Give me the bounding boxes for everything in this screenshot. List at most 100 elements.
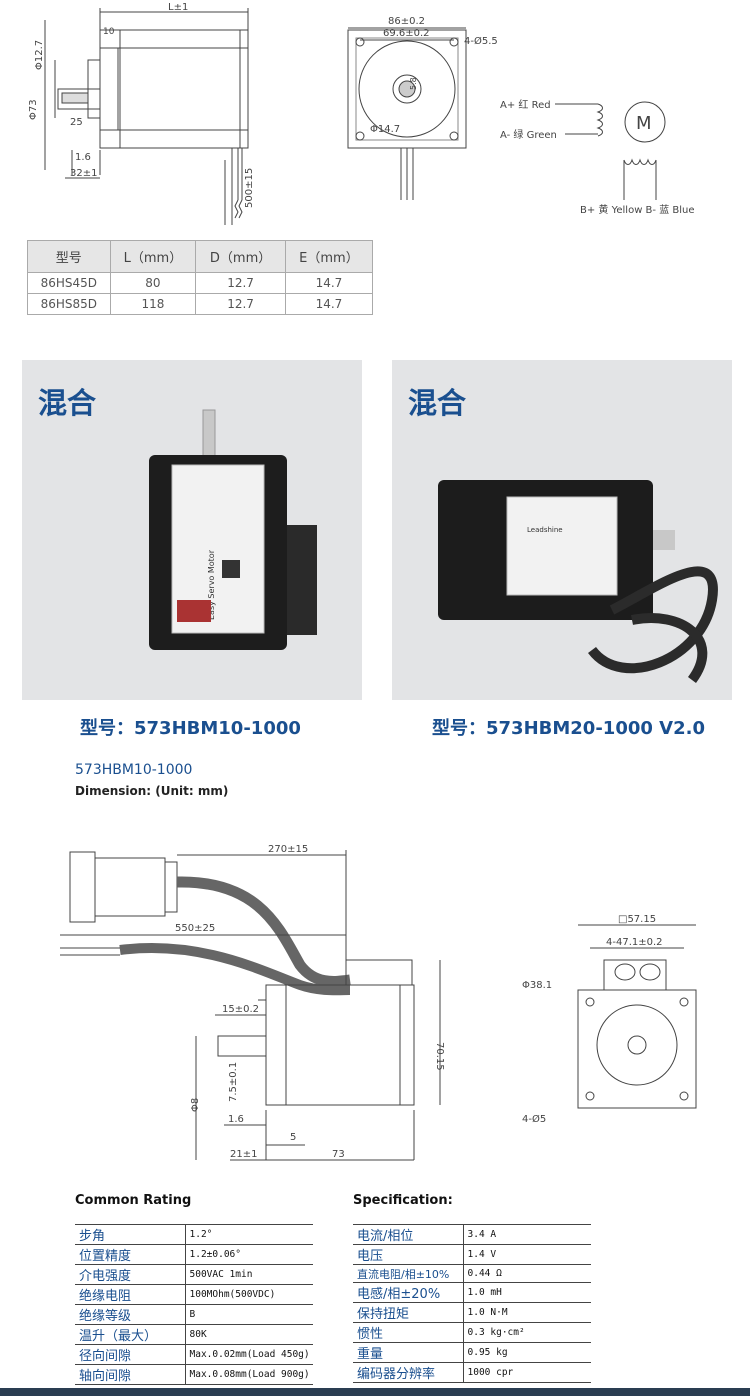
cell-value: Max.0.02mm(Load 450g): [185, 1344, 313, 1365]
cell-key: 编码器分辨率: [353, 1362, 464, 1383]
cell-value: 1000 cpr: [463, 1362, 591, 1383]
cell-value: 1.0 N·M: [463, 1302, 591, 1323]
table-row: 86HS45D 80 12.7 14.7: [27, 272, 374, 294]
cell-value: 1.2±0.06°: [185, 1244, 313, 1265]
dim-75: 7.5±0.1: [228, 1062, 239, 1102]
cell-key: 电压: [353, 1244, 464, 1265]
top-drawing: L±1 10 Φ12.7 Φ73 25 1.6 32±1 500±15 86±0…: [28, 2, 695, 225]
dim-32: 32±1: [70, 168, 97, 179]
dim-270: 270±15: [268, 844, 308, 855]
motor-label-brand: Easy Servo Motor: [207, 549, 216, 620]
cell-value: 1.2°: [185, 1224, 313, 1245]
motor-image-2: Leadshine: [438, 480, 718, 683]
cell: 80: [109, 272, 197, 294]
wire-a-minus: A- 绿 Green: [500, 128, 557, 141]
cell: 86HS45D: [27, 272, 111, 294]
table-row: 电感/相±20%1.0 mH: [353, 1282, 591, 1303]
dimension-table: 型号 L（mm） D（mm） E（mm） 86HS45D 80 12.7 14.…: [27, 240, 374, 315]
cell: 14.7: [284, 293, 374, 315]
cell-key: 步角: [75, 1224, 186, 1245]
cell-key: 惯性: [353, 1322, 464, 1343]
motor-label-brand: Leadshine: [527, 526, 563, 534]
dim-86: 86±0.2: [388, 16, 425, 27]
table-row: 86HS85D 118 12.7 14.7: [27, 293, 374, 315]
dim-21: 21±1: [230, 1149, 257, 1160]
dim-sq5715: □57.15: [618, 914, 656, 925]
cell-value: Max.0.08mm(Load 900g): [185, 1364, 313, 1385]
dim-16b: 1.6: [228, 1114, 244, 1125]
card-tag: 混合: [38, 386, 97, 420]
common-rating-title: Common Rating: [75, 1193, 192, 1208]
cell-value: 0.95 kg: [463, 1342, 591, 1363]
specification-title: Specification:: [353, 1193, 453, 1208]
th-l: L（mm）: [109, 240, 197, 273]
cell-value: 500VAC 1min: [185, 1264, 313, 1285]
dim-15: 15±0.2: [222, 1004, 259, 1015]
dim-5: 5: [290, 1132, 296, 1143]
dim-phi8: Φ8: [190, 1098, 201, 1112]
dim-phi147: Φ14.7: [370, 124, 400, 135]
cell-key: 径向间隙: [75, 1344, 186, 1365]
cell-key: 轴向间隙: [75, 1364, 186, 1385]
cell: 12.7: [195, 272, 286, 294]
dim-holes: 4-Ø5.5: [464, 35, 498, 47]
cell-value: 0.3 kg·cm²: [463, 1322, 591, 1343]
dim-phi381: Φ38.1: [522, 980, 552, 991]
cell-key: 电感/相±20%: [353, 1282, 464, 1303]
motor-image-1: Easy Servo Motor: [149, 409, 317, 650]
cell-key: 电流/相位: [353, 1224, 464, 1245]
dim-471: 4-47.1±0.2: [606, 937, 663, 948]
dim-holes5: 4-Ø5: [522, 1113, 546, 1125]
dim-550: 550±25: [175, 923, 215, 934]
product-card-1: 混合 Easy Servo Motor: [22, 360, 362, 700]
dim-73: 73: [332, 1149, 345, 1160]
wire-b: B+ 黄 Yellow B- 蓝 Blue: [580, 203, 695, 216]
wire-a-plus: A+ 红 Red: [500, 98, 551, 111]
dimension-title: Dimension: (Unit: mm): [75, 784, 229, 798]
dim-l: L±1: [168, 2, 188, 13]
cell-value: 1.4 V: [463, 1244, 591, 1265]
cell-value: 80K: [185, 1324, 313, 1345]
th-d: D（mm）: [195, 240, 286, 273]
dim-7015: 70.15: [434, 1042, 445, 1071]
dim-58: 5.8: [409, 77, 418, 90]
section-subtitle: 573HBM10-1000: [75, 762, 193, 778]
model-2: 型号：573HBM20-1000 V2.0: [432, 718, 705, 739]
dim-16: 1.6: [75, 152, 91, 163]
cell-value: B: [185, 1304, 313, 1325]
cell-key: 温升（最大）: [75, 1324, 186, 1345]
model-1: 型号：573HBM10-1000: [80, 718, 301, 739]
cell: 86HS85D: [27, 293, 111, 315]
cell-key: 重量: [353, 1342, 464, 1363]
dim-phi73: Φ73: [28, 99, 39, 120]
dim-696: 69.6±0.2: [383, 28, 430, 39]
table-row: 温升（最大）80K: [75, 1324, 313, 1345]
cell: 12.7: [195, 293, 286, 315]
cell-value: 100MOhm(500VDC): [185, 1284, 313, 1305]
cell-key: 绝缘电阻: [75, 1284, 186, 1305]
dim-10: 10: [103, 27, 115, 37]
th-e: E（mm）: [284, 240, 374, 273]
cell-value: 1.0 mH: [463, 1282, 591, 1303]
cell-value: 3.4 A: [463, 1224, 591, 1245]
cell-key: 位置精度: [75, 1244, 186, 1265]
dim-500: 500±15: [244, 168, 255, 208]
cell-value: 0.44 Ω: [463, 1264, 591, 1283]
motor-symbol: M: [636, 113, 652, 134]
cell-key: 绝缘等级: [75, 1304, 186, 1325]
product-card-2: 混合 Leadshine: [392, 360, 732, 700]
dim-25: 25: [70, 117, 83, 128]
footer-bar: [0, 1388, 750, 1396]
table-row: 直流电阻/相±10%0.44 Ω: [353, 1264, 591, 1283]
